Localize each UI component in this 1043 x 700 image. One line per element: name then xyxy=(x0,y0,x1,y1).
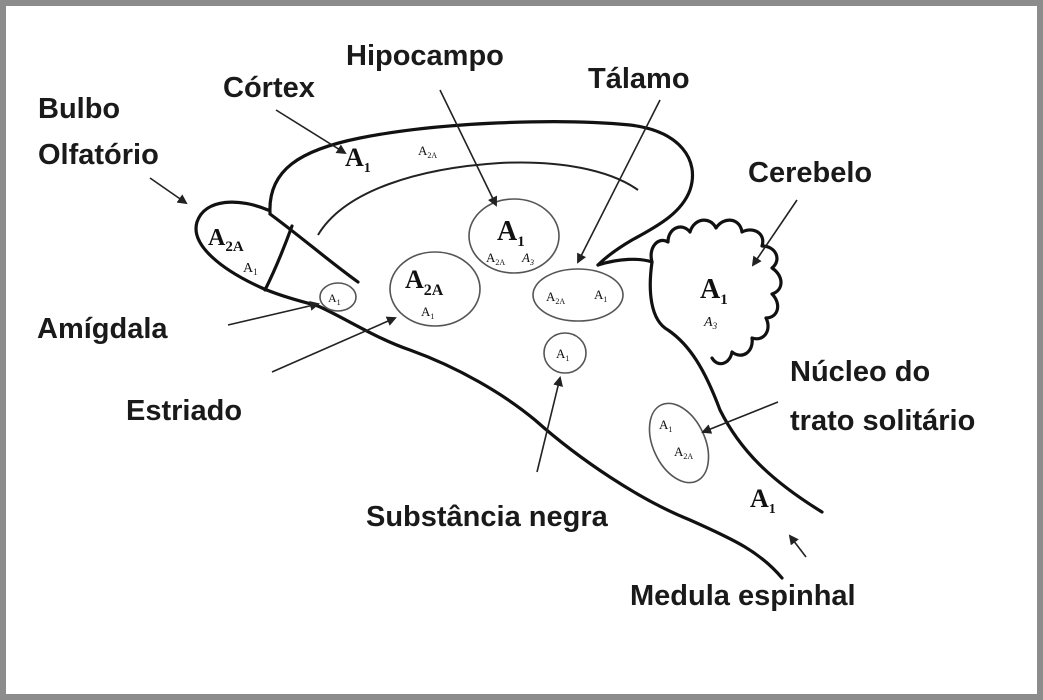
cortex-arrow xyxy=(276,110,345,153)
brainstem-ventral-outline xyxy=(318,306,782,578)
amigdala-arrow xyxy=(228,304,318,325)
olfactory-bulb-divider xyxy=(265,226,292,290)
cerebellum-a1-receptor: A1 xyxy=(700,274,728,308)
solitary-tract-nucleus xyxy=(638,394,721,492)
olfactory-a2a-receptor: A2A xyxy=(208,225,244,255)
cortex-outline xyxy=(270,122,693,265)
bulbo-arrow xyxy=(150,178,186,203)
amygdala-a1-receptor: A1 xyxy=(328,291,341,307)
olfactory-a1-receptor: A1 xyxy=(243,261,258,277)
label-cerebelo: Cerebelo xyxy=(748,157,872,189)
thalamus-a1-receptor: A1 xyxy=(594,287,607,304)
thalamus-a2a-receptor: A2A xyxy=(546,289,565,306)
label-cortex: Córtex xyxy=(223,72,315,104)
label-bulbo-line2: Olfatório xyxy=(38,139,159,171)
label-substancia-negra: Substância negra xyxy=(366,501,609,533)
label-estriado: Estriado xyxy=(126,395,242,427)
label-amigdala: Amígdala xyxy=(37,313,168,345)
nucleo-arrow xyxy=(703,402,778,432)
label-talamo: Tálamo xyxy=(588,63,690,95)
substantia-nigra-a1-receptor: A1 xyxy=(556,346,569,363)
label-hipocampo: Hipocampo xyxy=(346,40,504,72)
cerebellum-a3-receptor: A3 xyxy=(703,315,718,331)
hippocampus-a2a-receptor: A2A xyxy=(486,250,505,267)
spinal-cord-a1-receptor: A1 xyxy=(750,484,776,517)
hippocampus-a1-receptor: A1 xyxy=(497,216,525,250)
hippocampus-a3-receptor: A3 xyxy=(521,250,534,267)
solitary-a2a-receptor: A2A xyxy=(674,444,693,461)
striatum-a2a-receptor: A2A xyxy=(405,265,444,299)
olfactory-bulb-outline xyxy=(196,202,318,306)
label-medula-espinhal: Medula espinhal xyxy=(630,580,856,612)
receptor-labels: A1 A2A A2A A1 A1 A2A A1 A1 A2A A3 A2A A1… xyxy=(208,143,776,517)
striatum-a1-receptor: A1 xyxy=(421,304,434,321)
cortex-a2a-receptor: A2A xyxy=(418,143,437,160)
label-bulbo-line1: Bulbo xyxy=(38,93,120,125)
estriado-arrow xyxy=(272,318,395,372)
hipocampo-arrow xyxy=(440,90,496,205)
cortex-a1-receptor: A1 xyxy=(345,143,371,176)
label-nucleo-line2: trato solitário xyxy=(790,405,975,437)
medula-arrow xyxy=(790,536,806,557)
label-nucleo-line1: Núcleo do xyxy=(790,356,930,388)
solitary-a1-receptor: A1 xyxy=(659,417,672,434)
region-labels: Bulbo Olfatório Córtex Hipocampo Tálamo … xyxy=(37,40,975,612)
